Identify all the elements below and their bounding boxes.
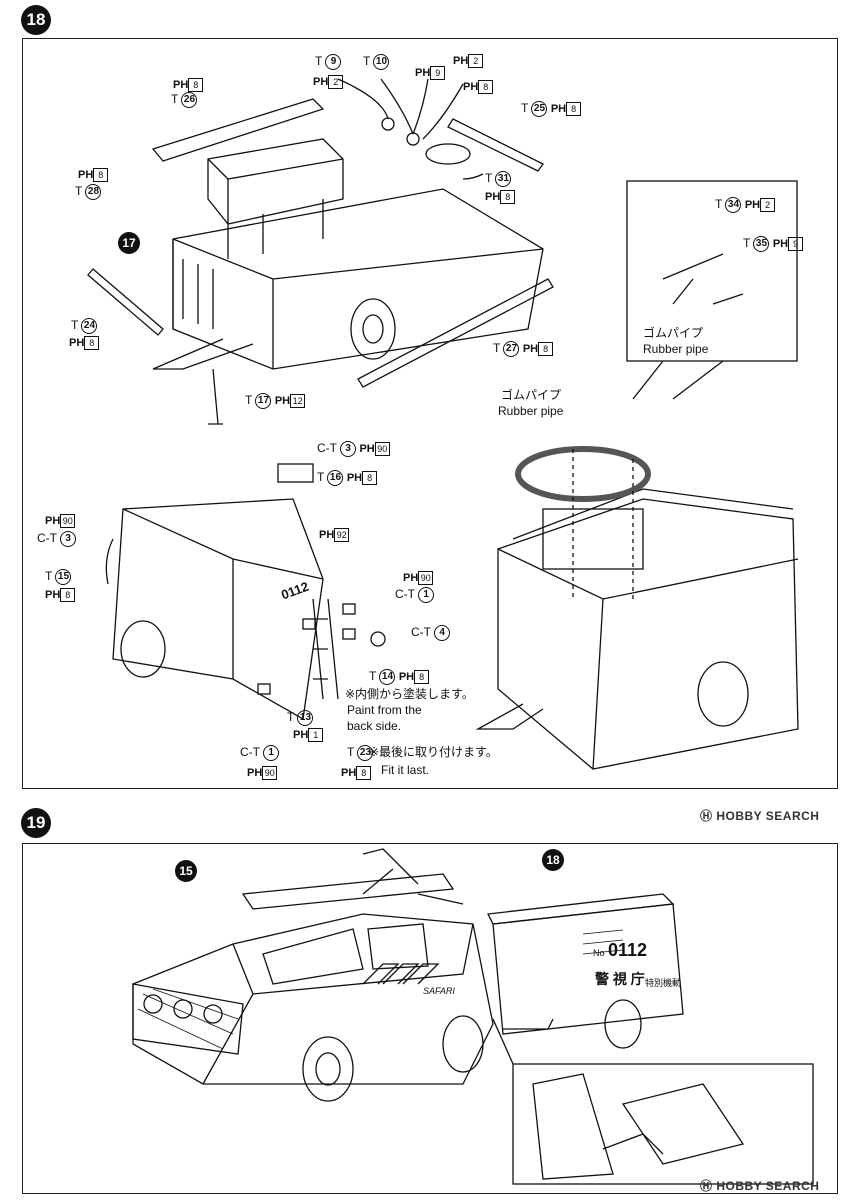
watermark-bottom: Ⓗ HOBBY SEARCH bbox=[700, 1179, 820, 1193]
part-label-t31: T 31 bbox=[485, 171, 512, 187]
callout-15: 15 bbox=[175, 860, 197, 882]
note-last-en: Fit it last. bbox=[381, 763, 430, 777]
callout-18: 18 bbox=[542, 849, 564, 871]
part-label-t26: T 26 bbox=[171, 92, 198, 108]
part-label-t15: T 15 bbox=[45, 569, 72, 585]
note-paint-jp: ※内側から塗装します。 bbox=[345, 687, 474, 701]
note-rubber-pipe-en-1: Rubber pipe bbox=[643, 342, 709, 356]
trailer-number: 0112 bbox=[608, 940, 648, 960]
part-label-ct4: C-T 4 bbox=[411, 625, 451, 641]
part-label-t28: T 28 bbox=[75, 184, 102, 200]
note-paint-en-1: Paint from the bbox=[347, 703, 422, 717]
step-number-19: 19 bbox=[21, 808, 51, 838]
note-rubber-pipe-jp-1: ゴムパイプ bbox=[643, 326, 704, 340]
part-label-t10: T 10 bbox=[363, 54, 390, 70]
trailer-no-prefix: No bbox=[593, 948, 605, 958]
step-18-drawing bbox=[87, 78, 799, 770]
part-label-ct1-b: C-T 1 bbox=[240, 745, 280, 761]
part-label-ct3-b: C-T 3 bbox=[37, 531, 77, 547]
note-rubber-pipe-en-2: Rubber pipe bbox=[498, 404, 564, 418]
trailer-agency: 警 視 庁 bbox=[595, 971, 645, 987]
truck-badge: SAFARI bbox=[423, 986, 455, 996]
part-label-t13: T 13 bbox=[287, 710, 314, 726]
part-label-t23: T 23 bbox=[347, 745, 374, 761]
step-19-drawing bbox=[132, 848, 814, 1185]
step-19-panel: 19 15 18 No 0112 警 視 庁 特別機動 SAFARI bbox=[21, 808, 838, 1194]
note-paint-en-2: back side. bbox=[347, 719, 402, 733]
part-label-ct1-a: C-T 1 bbox=[395, 587, 435, 603]
note-last-jp: ※最後に取り付けます。 bbox=[369, 745, 498, 759]
part-label-t24: T 24 bbox=[71, 318, 98, 334]
hobby-search-logo-icon: Ⓗ bbox=[700, 1179, 717, 1193]
trailer-agency-sub: 特別機動 bbox=[645, 978, 682, 988]
watermark-top: Ⓗ HOBBY SEARCH bbox=[700, 809, 820, 823]
note-rubber-pipe-jp-2: ゴムパイプ bbox=[501, 388, 562, 402]
callout-17: 17 bbox=[118, 232, 140, 254]
hobby-search-logo-icon: Ⓗ bbox=[700, 809, 717, 823]
part-label-t9: T 9 bbox=[315, 54, 342, 70]
step-number-18: 18 bbox=[21, 5, 51, 35]
